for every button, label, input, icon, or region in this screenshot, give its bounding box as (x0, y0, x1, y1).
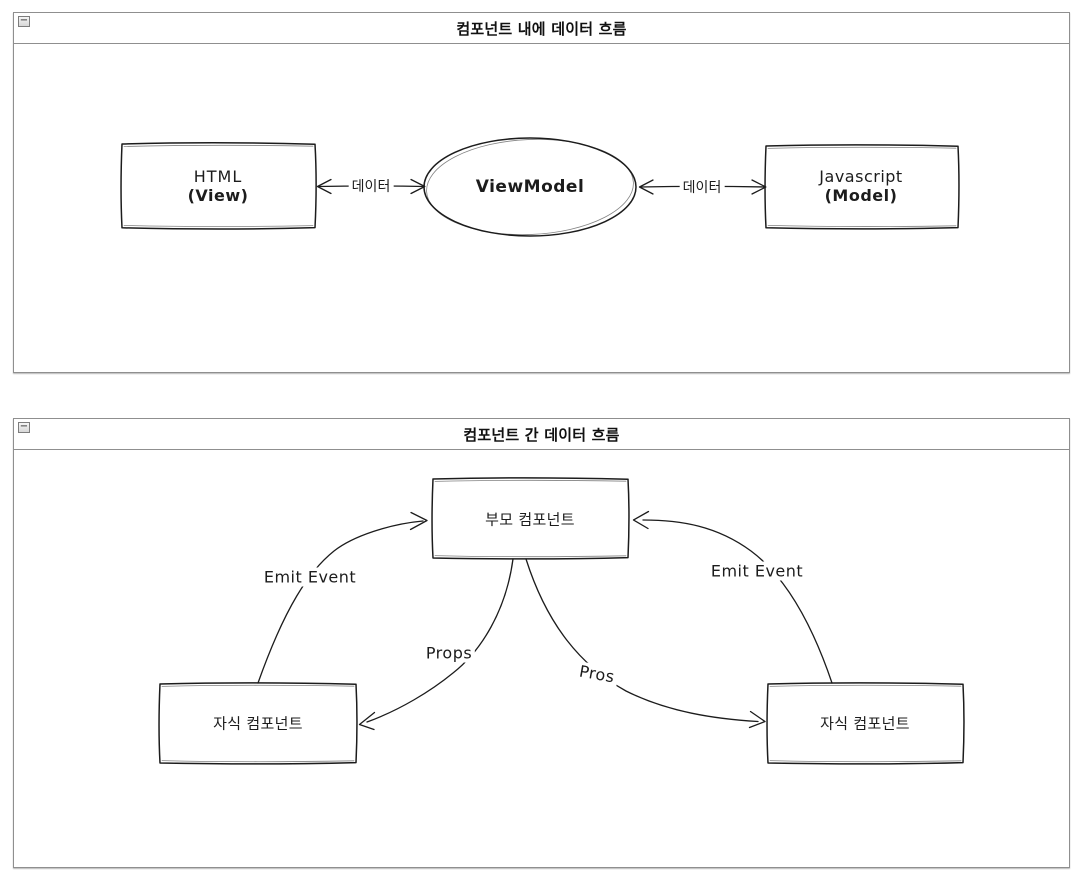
node-child-left-label[interactable]: 자식 컴포넌트 (213, 714, 303, 733)
panel-component-between-flow: − 컴포넌트 간 데이터 흐름 (13, 418, 1070, 868)
js-label-line2: (Model) (824, 186, 898, 205)
html-label-line2: (View) (187, 186, 249, 205)
panel-bottom-titlebar: − 컴포넌트 간 데이터 흐름 (14, 419, 1069, 450)
edge-label-data-left[interactable]: 데이터 (348, 176, 394, 196)
collapse-icon[interactable]: − (18, 421, 30, 433)
edge-label-emit-event-right[interactable]: Emit Event (707, 561, 807, 581)
panel-top-title: 컴포넌트 내에 데이터 흐름 (456, 19, 627, 38)
edge-label-emit-event-left[interactable]: Emit Event (260, 567, 360, 587)
edge-label-data-right[interactable]: 데이터 (679, 177, 725, 197)
node-html-view-label[interactable]: HTML (View) (188, 167, 249, 205)
collapse-icon[interactable]: − (18, 15, 30, 27)
edge-label-props-left[interactable]: Props (422, 643, 476, 663)
node-viewmodel-label[interactable]: ViewModel (475, 177, 585, 197)
html-label-line1: HTML (193, 167, 243, 186)
node-parent-label[interactable]: 부모 컴포넌트 (485, 510, 575, 529)
js-label-line1: Javascript (819, 167, 903, 186)
panel-top-titlebar: − 컴포넌트 내에 데이터 흐름 (14, 13, 1069, 44)
node-child-right-label[interactable]: 자식 컴포넌트 (820, 714, 910, 733)
node-javascript-model-label[interactable]: Javascript (Model) (819, 167, 902, 205)
panel-bottom-title: 컴포넌트 간 데이터 흐름 (463, 425, 620, 444)
